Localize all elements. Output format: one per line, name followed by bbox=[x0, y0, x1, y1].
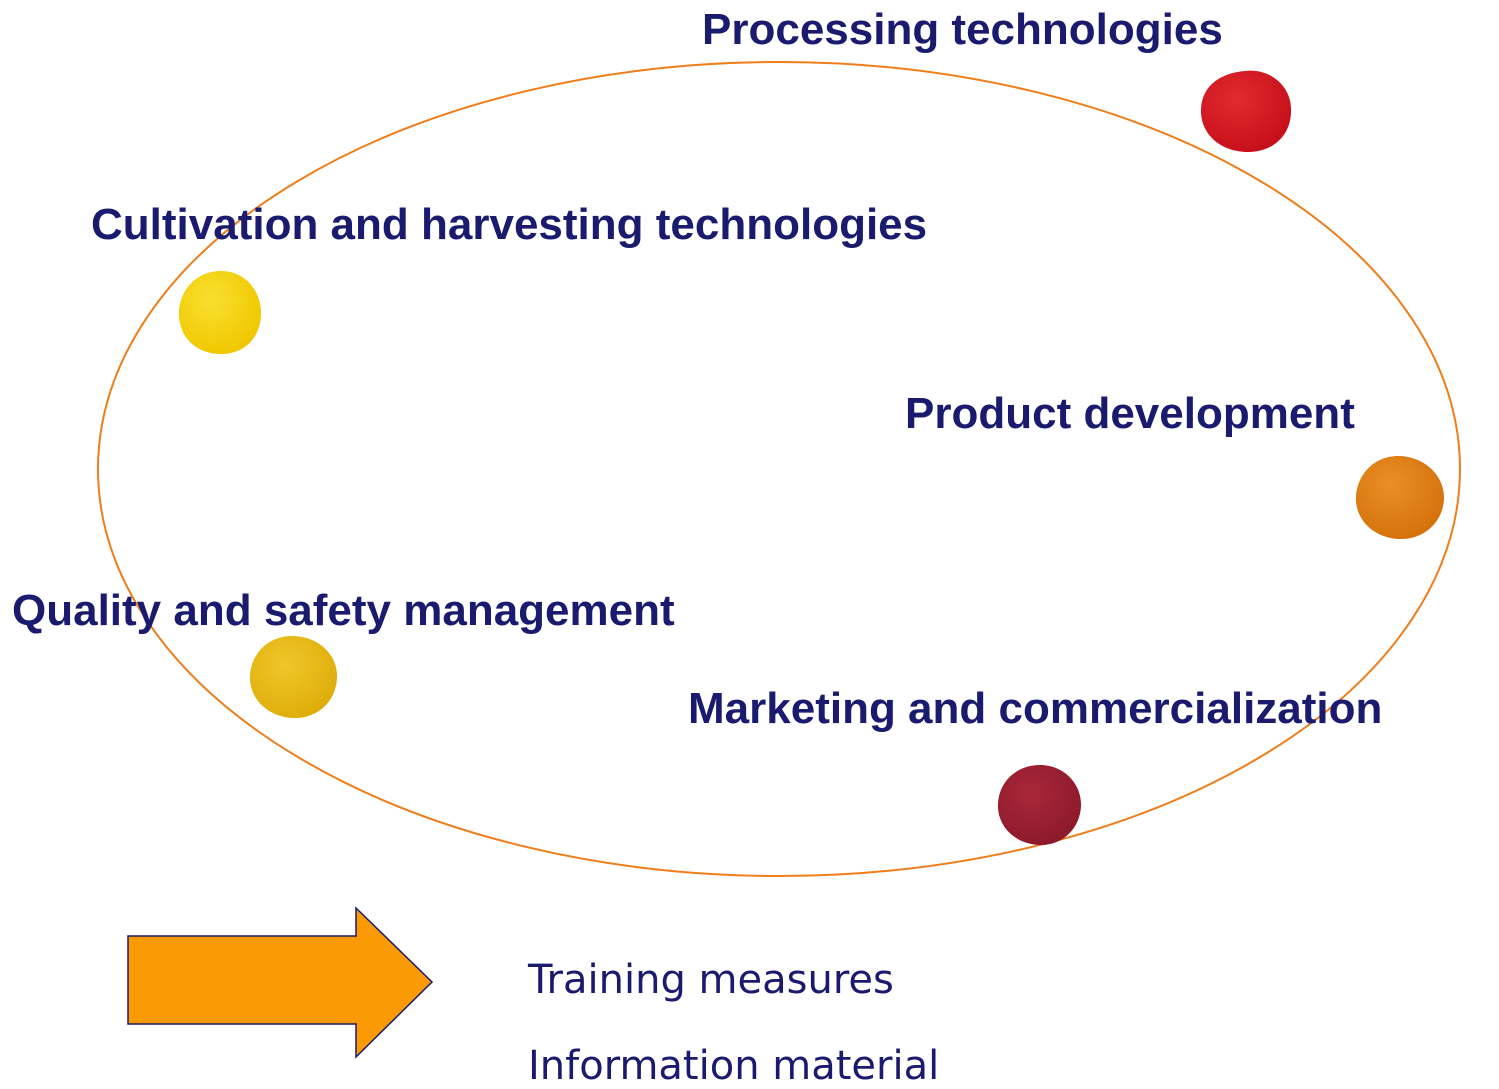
label-product-development: Product development bbox=[905, 389, 1355, 438]
cycle-ellipse bbox=[97, 61, 1461, 877]
label-cultivation-harvesting: Cultivation and harvesting technologies bbox=[91, 200, 928, 249]
label-marketing-commercialization: Marketing and commercialization bbox=[688, 684, 1383, 733]
dot-cultivation bbox=[178, 271, 262, 355]
dot-product-development bbox=[1355, 455, 1445, 540]
dot-marketing bbox=[997, 765, 1082, 846]
output-training-measures: Training measures bbox=[528, 957, 894, 1003]
arrow-icon bbox=[127, 906, 434, 1059]
output-information-material: Information material bbox=[528, 1043, 940, 1089]
label-quality-safety: Quality and safety management bbox=[12, 586, 675, 635]
dot-quality-safety bbox=[249, 635, 338, 719]
label-processing-technologies: Processing technologies bbox=[702, 5, 1223, 54]
dot-processing bbox=[1200, 70, 1292, 153]
